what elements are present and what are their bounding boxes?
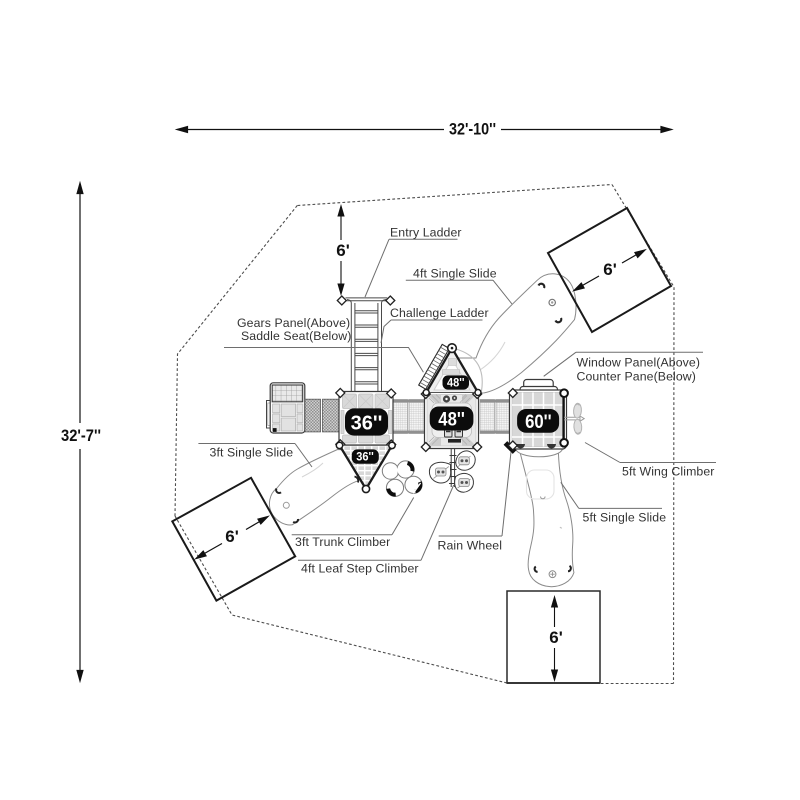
svg-text:6': 6' (549, 628, 563, 647)
svg-text:48'': 48'' (447, 376, 465, 390)
svg-text:Challenge Ladder: Challenge Ladder (390, 306, 489, 320)
svg-text:5ft Single Slide: 5ft Single Slide (583, 511, 667, 525)
svg-text:Gears Panel(Above): Gears Panel(Above) (237, 316, 350, 330)
svg-text:Saddle Seat(Below): Saddle Seat(Below) (241, 329, 351, 343)
svg-text:5ft Wing Climber: 5ft Wing Climber (622, 465, 714, 479)
svg-text:60'': 60'' (525, 411, 552, 433)
svg-text:6': 6' (225, 527, 239, 546)
svg-text:6': 6' (336, 241, 350, 260)
svg-text:36'': 36'' (356, 450, 374, 464)
svg-text:36'': 36'' (351, 413, 383, 435)
svg-text:4ft Single Slide: 4ft Single Slide (413, 267, 497, 281)
svg-text:Window Panel(Above): Window Panel(Above) (577, 356, 701, 370)
svg-text:Entry Ladder: Entry Ladder (390, 226, 462, 240)
svg-text:48'': 48'' (438, 409, 465, 431)
svg-text:Counter Pane(Below): Counter Pane(Below) (577, 370, 696, 384)
svg-text:3ft Trunk Climber: 3ft Trunk Climber (295, 535, 390, 549)
svg-text:32'-7'': 32'-7'' (61, 426, 101, 445)
svg-text:32'-10'': 32'-10'' (449, 120, 496, 139)
svg-text:6': 6' (603, 260, 617, 279)
svg-text:3ft Single Slide: 3ft Single Slide (210, 446, 294, 460)
svg-text:Rain Wheel: Rain Wheel (438, 539, 503, 553)
svg-text:4ft Leaf Step Climber: 4ft Leaf Step Climber (301, 562, 419, 576)
